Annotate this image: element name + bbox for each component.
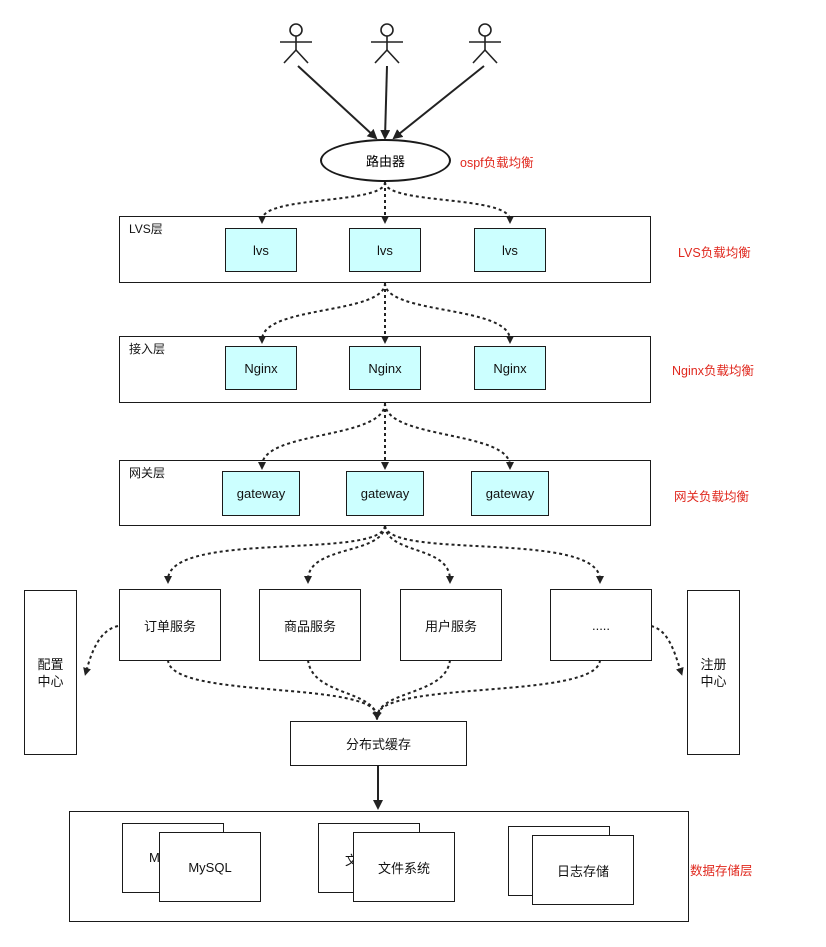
nginx-node: Nginx bbox=[474, 346, 546, 390]
nginx-node: Nginx bbox=[225, 346, 297, 390]
services-to-cache-connectors bbox=[167, 659, 601, 720]
registry-center-line2: 中心 bbox=[700, 673, 727, 689]
nginx-to-gateway-connectors bbox=[258, 402, 514, 470]
lvs-note: LVS负载均衡 bbox=[678, 246, 751, 260]
user-actor-icon bbox=[469, 23, 501, 64]
user-to-router-arrows bbox=[297, 65, 485, 140]
gateway-node: gateway bbox=[222, 471, 300, 516]
file-system-box: 文件系统 bbox=[353, 832, 455, 902]
router-node: 路由器 bbox=[320, 139, 451, 182]
lvs-node: lvs bbox=[225, 228, 297, 272]
gateway-note: 网关负载均衡 bbox=[674, 490, 750, 504]
storage-note: 数据存储层 bbox=[690, 864, 753, 878]
gateway-layer-title: 网关层 bbox=[129, 466, 166, 480]
user-actor-icon bbox=[280, 23, 312, 64]
gateway-layer: 网关层 bbox=[119, 460, 651, 526]
lvs-layer-title: LVS层 bbox=[129, 222, 163, 236]
lvs-node: lvs bbox=[349, 228, 421, 272]
user-actor-icon bbox=[371, 23, 403, 64]
gateway-to-services-connectors bbox=[164, 525, 604, 584]
lvs-to-nginx-connectors bbox=[258, 282, 514, 344]
nginx-node: Nginx bbox=[349, 346, 421, 390]
router-to-lvs-connectors bbox=[258, 181, 514, 224]
service-box-product: 商品服务 bbox=[259, 589, 361, 661]
mysql-box: MySQL bbox=[159, 832, 261, 902]
ospf-note: ospf负载均衡 bbox=[460, 156, 534, 170]
access-layer-title: 接入层 bbox=[129, 342, 166, 356]
config-center-line2: 中心 bbox=[37, 673, 64, 689]
config-center-box: 配置 中心 bbox=[24, 590, 77, 755]
service-box-order: 订单服务 bbox=[119, 589, 221, 661]
side-center-connectors bbox=[83, 625, 684, 676]
distributed-cache-box: 分布式缓存 bbox=[290, 721, 467, 766]
lvs-layer: LVS层 bbox=[119, 216, 651, 283]
registry-center-box: 注册 中心 bbox=[687, 590, 740, 755]
log-storage-box: 日志存储 bbox=[532, 835, 634, 905]
nginx-note: Nginx负载均衡 bbox=[672, 364, 754, 378]
router-label: 路由器 bbox=[365, 154, 405, 169]
config-center-line1: 配置 bbox=[37, 656, 64, 672]
lvs-node: lvs bbox=[474, 228, 546, 272]
service-box-more: ..... bbox=[550, 589, 652, 661]
registry-center-line1: 注册 bbox=[700, 656, 727, 672]
gateway-node: gateway bbox=[346, 471, 424, 516]
access-layer: 接入层 bbox=[119, 336, 651, 403]
service-box-user: 用户服务 bbox=[400, 589, 502, 661]
gateway-node: gateway bbox=[471, 471, 549, 516]
mysql-back-label: M bbox=[149, 850, 160, 865]
storage-layer bbox=[69, 811, 689, 922]
